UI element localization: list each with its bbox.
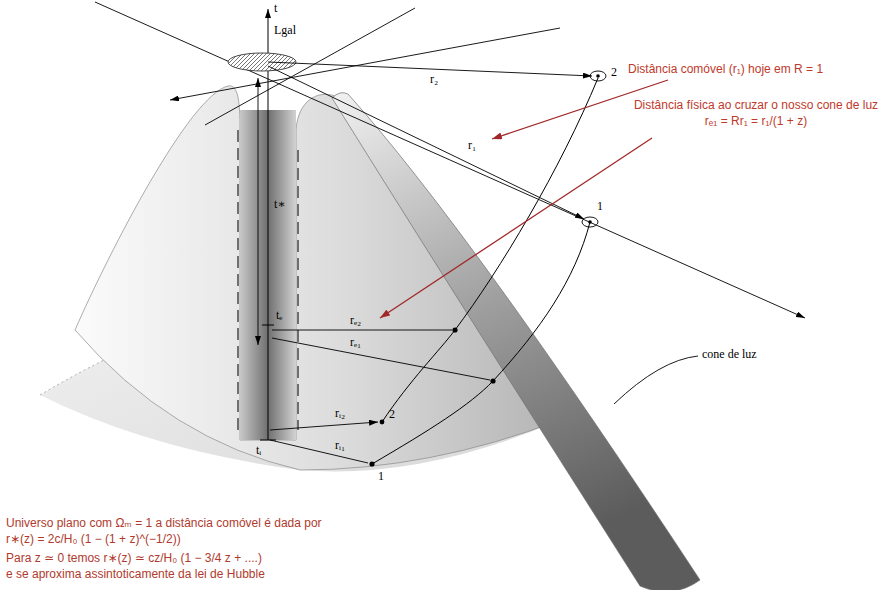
distance-label: rᵢ₂ (335, 407, 345, 419)
galaxy-label: Lgal (274, 24, 296, 36)
galaxy-number: 1 (597, 200, 603, 212)
axis-tick (260, 440, 276, 441)
galaxy-number: 2 (611, 66, 617, 78)
formula-note: Para z ≃ 0 temos r∗(z) ≃ cz/H₀ (1 − 3/4 … (6, 551, 366, 567)
formula-note: e se aproxima assintoticamente da lei de… (6, 567, 366, 583)
axis-label: t (274, 2, 277, 14)
distance-line (272, 330, 452, 331)
distance-label: rₑ₂ (350, 314, 361, 326)
galaxy-number: 2 (389, 408, 395, 420)
formula-note: Universo plano com Ωₘ = 1 a distância co… (6, 516, 336, 547)
null-line (95, 2, 805, 318)
time-label: tᵢ (256, 444, 261, 456)
galaxy-marker (588, 220, 592, 224)
time-label: t∗ (274, 198, 286, 210)
worldline (382, 78, 598, 422)
callout-arrow (380, 138, 652, 318)
distance-label: rₑ₁ (350, 336, 361, 348)
callout-note: Distância física ao cruzar o nosso cone … (628, 98, 884, 129)
galaxy-marker (596, 74, 600, 78)
null-line (205, 8, 415, 125)
distance-line (272, 338, 490, 380)
cone-label: cone de luz (702, 348, 757, 360)
tube-edge (297, 150, 298, 430)
axis-tick (262, 325, 274, 326)
callout-note: Distância comóvel (r₁) hoje em R = 1 (628, 62, 884, 78)
light-cone-strip (332, 93, 700, 590)
distance-line (268, 66, 584, 219)
worldline (372, 222, 590, 464)
distance-label: r₂ (430, 73, 438, 85)
null-line (170, 28, 560, 100)
galaxy-number: 1 (378, 470, 384, 482)
distance-label: rᵢ₁ (335, 439, 345, 451)
leader-line (614, 356, 698, 404)
galaxy-disk (228, 53, 296, 71)
distance-label: r₁ (468, 139, 476, 151)
galaxy-marker (590, 71, 606, 81)
tube-edge (237, 130, 238, 430)
distance-line (270, 422, 378, 430)
interval-bracket (258, 78, 259, 345)
time-label: tₑ (276, 309, 282, 321)
time-axis (268, 9, 269, 440)
galaxy-marker (582, 217, 598, 227)
distance-line (270, 440, 368, 463)
